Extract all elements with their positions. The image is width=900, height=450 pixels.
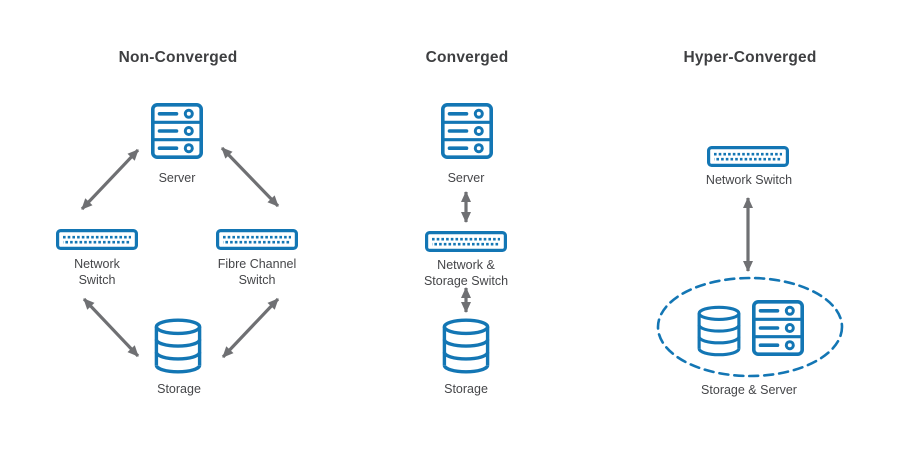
storage-icon (697, 305, 741, 357)
network-storage-switch-icon (425, 231, 507, 252)
column-title-hyper-converged: Hyper-Converged (683, 49, 817, 66)
server-label: Server (447, 171, 485, 185)
arrow-server-fibre-switch (220, 146, 280, 208)
server-label: Server (158, 171, 196, 185)
storage-label: Storage (444, 382, 488, 396)
arrow-server-network-switch (80, 148, 140, 211)
network-switch-label: Network Switch (74, 257, 120, 287)
server-icon (752, 300, 804, 356)
column-title-converged: Converged (425, 49, 509, 66)
storage-icon (442, 318, 490, 374)
server-icon (151, 103, 203, 159)
arrow-fibre-switch-storage (221, 297, 280, 359)
fibre-channel-switch-label: Fibre Channel Switch (217, 257, 297, 287)
server-icon (441, 103, 493, 159)
column-title-non-converged: Non-Converged (118, 49, 238, 66)
network-switch-label: Network Switch (705, 173, 793, 187)
storage-server-label: Storage & Server (701, 383, 797, 397)
network-storage-switch-label: Network & Storage Switch (423, 258, 509, 288)
arrow-network-switch-storage (82, 297, 140, 358)
storage-label: Storage (157, 382, 201, 396)
network-switch-icon (56, 229, 138, 250)
network-switch-icon (707, 146, 789, 167)
storage-icon (154, 318, 202, 374)
storage-server-group-ellipse (656, 276, 844, 378)
fibre-channel-switch-icon (216, 229, 298, 250)
